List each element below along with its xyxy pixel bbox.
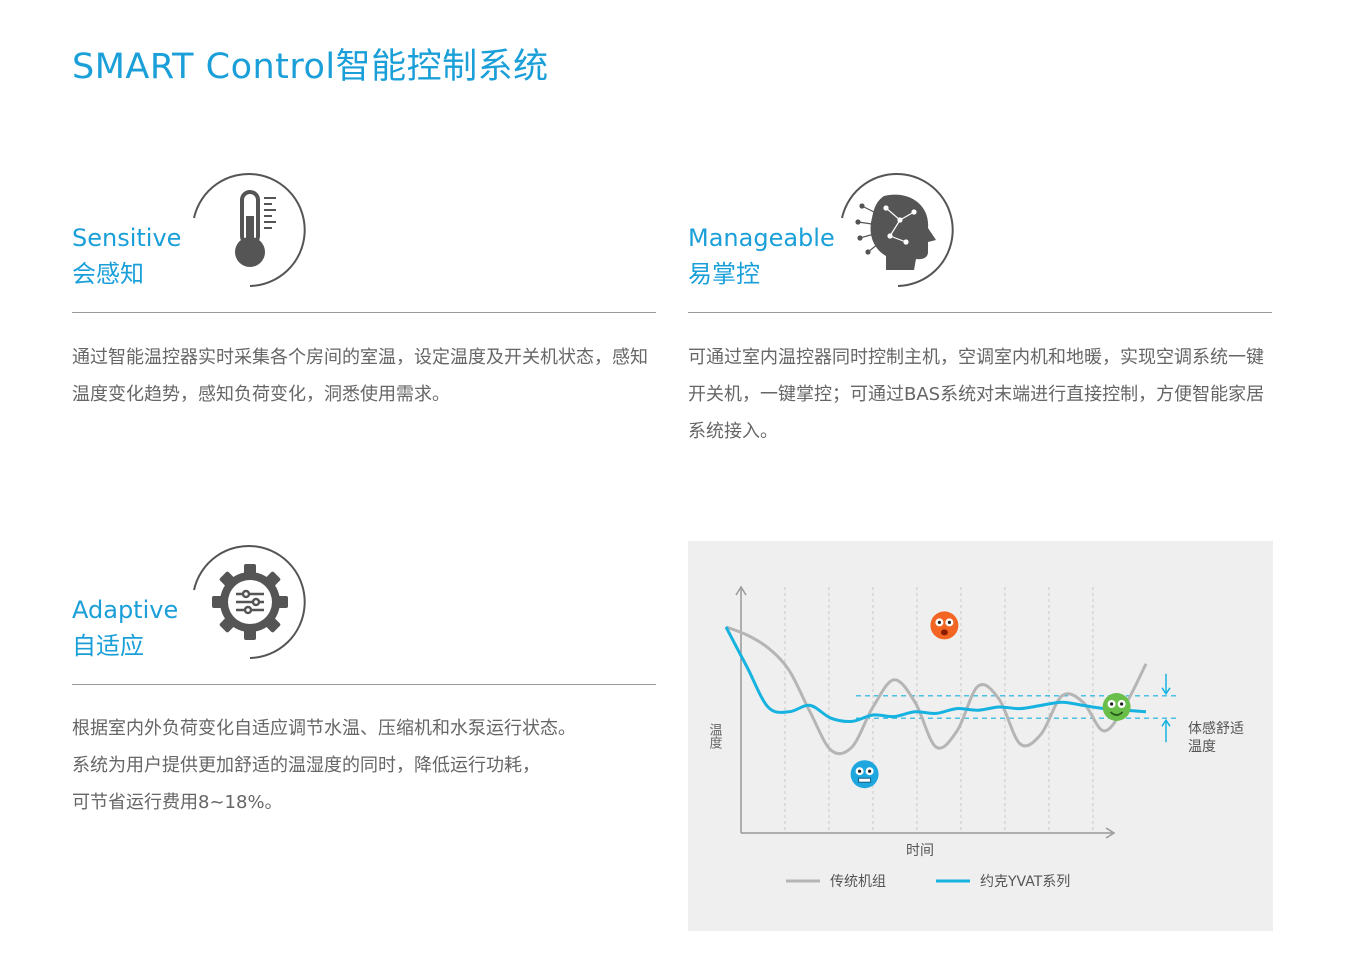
series-line-yvat: [724, 626, 1147, 724]
adaptive-description-line: 可节省运行费用8~18%。: [72, 792, 283, 813]
manageable-description: 可通过室内温控器同时控制主机，空调室内机和地暖，实现空调系统一键开关机，一键掌控…: [688, 347, 1265, 442]
legend-label-traditional: 传统机组: [830, 874, 886, 890]
sensitive-divider: [72, 312, 656, 313]
adaptive-title-cn: 自适应: [72, 632, 144, 660]
sensitive-description: 通过智能温控器实时采集各个房间的室温，设定温度及开关机状态，感知温度变化趋势，感…: [72, 347, 648, 405]
band-arrow-down-head: [1161, 687, 1171, 696]
hot-face-icon: [930, 611, 959, 640]
comfort-chart: 温度 时间 体感舒适 温度 传统机组 约克YVAT系列: [688, 541, 1273, 931]
thermometer-icon: [193, 173, 306, 287]
sensitive-title-en: Sensitive: [72, 224, 182, 252]
adaptive-description-line: 根据室内外负荷变化自适应调节水温、压缩机和水泵运行状态。: [72, 718, 576, 739]
manageable-heading: Manageable 易掌控: [688, 220, 835, 292]
adaptive-heading: Adaptive 自适应: [72, 592, 178, 664]
chart-emoticons: [850, 611, 1131, 789]
y-axis-label: 温度: [707, 723, 723, 749]
manageable-divider: [688, 312, 1272, 313]
gear-sliders-icon: [193, 545, 306, 659]
y-axis-arrow: [735, 585, 747, 596]
comfort-band-arrows: [1161, 673, 1171, 743]
ai-head-icon: [841, 173, 954, 287]
page-title: SMART Control智能控制系统: [72, 47, 549, 87]
band-arrow-up-head: [1161, 718, 1171, 727]
happy-face-icon: [1102, 693, 1131, 721]
comfort-label-line-2: 温度: [1188, 739, 1216, 755]
adaptive-title-en: Adaptive: [72, 596, 179, 624]
manageable-title-en: Manageable: [688, 224, 835, 252]
legend-label-yvat: 约克YVAT系列: [980, 874, 1070, 890]
series-line-traditional: [725, 625, 1148, 756]
x-axis-arrow: [1105, 827, 1116, 839]
adaptive-divider: [72, 684, 656, 685]
adaptive-description-line: 系统为用户提供更加舒适的温湿度的同时，降低运行功耗，: [72, 755, 540, 776]
comfort-label-line-1: 体感舒适: [1188, 720, 1244, 737]
comfort-chart-svg: 温度 时间 体感舒适 温度 传统机组 约克YVAT系列: [707, 585, 1244, 890]
x-axis-label: 时间: [906, 843, 934, 859]
sensitive-title-cn: 会感知: [72, 260, 144, 288]
manageable-title-cn: 易掌控: [688, 260, 760, 288]
sensitive-heading: Sensitive 会感知: [72, 220, 181, 292]
adaptive-description: 根据室内外负荷变化自适应调节水温、压缩机和水泵运行状态。 系统为用户提供更加舒适…: [72, 710, 672, 821]
cold-face-icon: [850, 760, 879, 789]
